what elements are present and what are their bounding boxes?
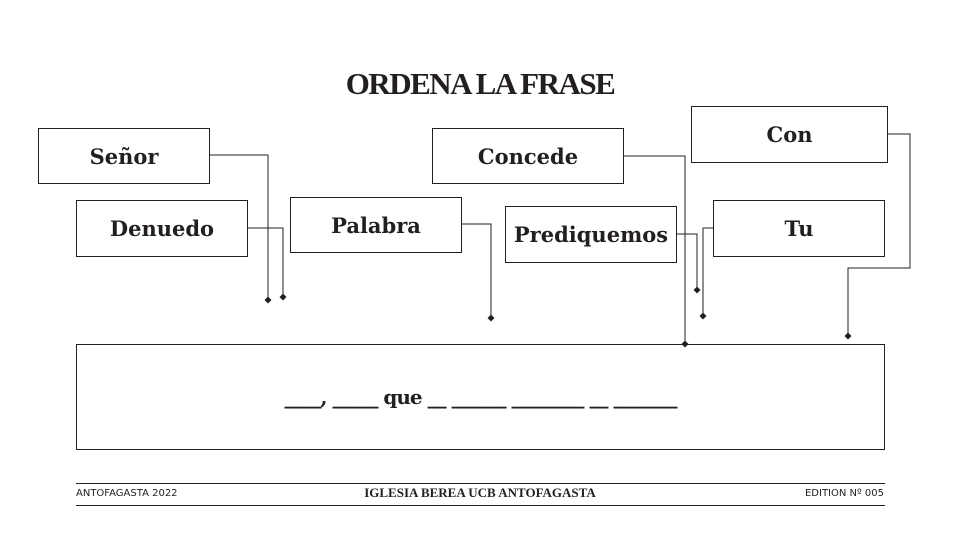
- connector-senor: [210, 154, 272, 304]
- answer-box[interactable]: ____, _____ que __ ______ ________ __ __…: [76, 344, 885, 450]
- footer-right: EDITION Nº 005: [804, 488, 884, 499]
- word-box-concede[interactable]: Concede: [432, 128, 624, 184]
- footer-bottom-divider: [76, 505, 885, 506]
- word-box-denuedo[interactable]: Denuedo: [76, 200, 248, 257]
- word-box-senor[interactable]: Señor: [38, 128, 210, 184]
- page-title: ORDENA LA FRASE: [345, 66, 616, 101]
- sentence-blanks: ____, _____ que __ ______ ________ __ __…: [284, 385, 678, 409]
- footer-left: ANTOFAGASTA 2022: [76, 488, 178, 499]
- connector-tu: [699, 227, 713, 320]
- connector-denuedo: [247, 227, 287, 301]
- connector-prediquemos: [676, 233, 701, 294]
- footer-top-divider: [76, 483, 885, 484]
- word-box-con[interactable]: Con: [691, 106, 888, 163]
- connector-concede: [623, 155, 689, 348]
- connector-con: [844, 133, 911, 340]
- word-box-prediquemos[interactable]: Prediquemos: [505, 206, 677, 263]
- word-box-palabra[interactable]: Palabra: [290, 197, 462, 253]
- connector-palabra: [461, 223, 495, 322]
- word-box-tu[interactable]: Tu: [713, 200, 885, 257]
- footer-center: IGLESIA BEREA UCB ANTOFAGASTA: [364, 485, 596, 500]
